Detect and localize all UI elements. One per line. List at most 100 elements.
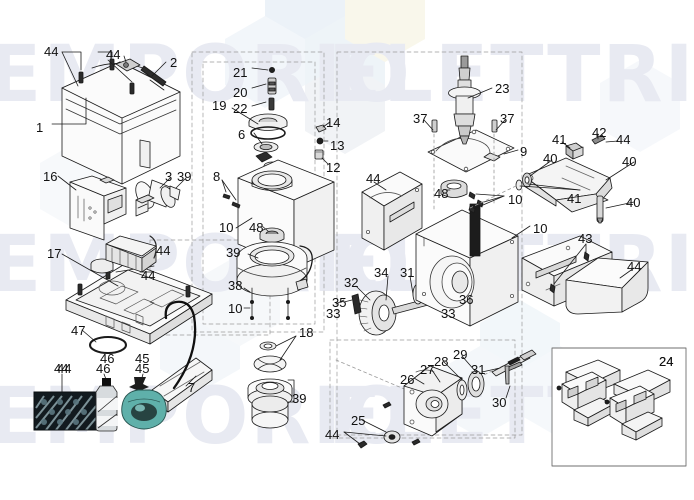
part-25-washer [383,430,401,444]
leader-47 [81,329,97,343]
screw-44-gearbox [357,440,368,449]
leader-17 [61,253,119,287]
callout-number-29: 29 [453,347,468,362]
callout-number-27: 27 [420,362,435,377]
callout-number-38: 38 [228,278,243,293]
leader-10-housing [511,225,531,239]
callout-number-1: 1 [36,120,44,135]
part-19-oring [250,126,286,140]
callout-number-44: 44 [54,361,69,376]
callout-number-40: 40 [626,195,641,210]
callout-number-30: 30 [492,395,507,410]
leader-34 [385,275,389,301]
leader-35 [343,299,353,303]
leader-12 [321,157,329,165]
callout-number-33: 33 [326,306,341,321]
part-2-rod [140,65,167,87]
part-35-key [351,293,362,315]
callout-number-10: 10 [219,220,234,235]
callout-number-44: 44 [366,171,381,186]
part-17-cap [90,258,114,274]
callout-number-44: 44 [616,132,631,147]
part-44-screw-pack [33,391,97,431]
leader-44-plate [123,55,127,63]
callout-number-20: 20 [233,85,248,100]
inset-label-24: 24 [659,354,674,369]
callout-number-18: 18 [299,325,314,340]
axis-37 [433,133,495,211]
part-44-bracket-left [361,171,423,251]
callout-number-48: 48 [249,220,264,235]
callout-number-43: 43 [578,231,593,246]
callout-number-44: 44 [44,44,59,59]
callout-number-31: 31 [471,362,486,377]
bracket-39 [287,379,295,403]
leaders-41-washers [519,183,581,191]
callout-number-25: 25 [351,413,366,428]
callout-number-22: 22 [233,101,248,116]
callout-number-44: 44 [156,243,171,258]
part-18-spring-washer [253,355,287,373]
callout-number-41: 41 [567,191,582,206]
callout-number-12: 12 [326,160,341,175]
leaders-10-motor [475,193,505,209]
part-6-seal [253,141,279,153]
callout-number-31: 31 [400,265,415,280]
motor-housing [415,203,519,327]
callout-number-3: 3 [165,169,173,184]
consumable-label-44: 44 [57,361,72,376]
part-45-grease-bag [121,377,167,430]
leader-10-tank [235,217,253,229]
leader-2 [151,61,167,77]
part-41-washers [515,172,532,191]
part-40-lever [523,157,613,213]
callout-number-37: 37 [500,111,515,126]
callout-number-39: 39 [177,169,192,184]
part-48-bush-low [259,227,285,243]
callout-number-45: 45 [135,361,150,376]
callout-number-2: 2 [170,55,178,70]
screws-43 [549,251,590,294]
part-46-oil-bottle [95,378,118,432]
callout-number-23: 23 [495,81,510,96]
leader-44-bracket [373,181,387,191]
leader-26 [413,377,425,385]
callout-number-44: 44 [141,268,156,283]
callout-number-48: 48 [434,186,449,201]
part-9-gasket [427,129,515,173]
callout-number-36: 36 [459,292,474,307]
part-39-pump-stack [247,378,293,429]
leader-40-lever [529,159,553,177]
part-44-terminal-block [105,235,157,273]
callout-number-32: 32 [344,275,359,290]
callout-number-6: 6 [238,127,246,142]
leader-3 [159,177,171,189]
part-48-motor-bush [440,179,468,198]
leader-2b [149,79,165,91]
callout-number-40: 40 [622,154,637,169]
callout-number-37: 37 [413,111,428,126]
leaders-44-gearbox [343,431,387,445]
leaders-8 [221,179,237,201]
part-44-cover-right [565,257,649,315]
leader-25 [361,419,387,433]
part-40-pin [596,195,604,224]
part-47-oring [88,335,128,355]
callout-number-9: 9 [520,144,528,159]
callout-number-7: 7 [188,380,196,395]
leader-48-low [261,225,269,232]
leader-27 [431,369,441,383]
leader-40-pin [605,201,635,209]
leader-37b [495,119,506,131]
callout-number-42: 42 [592,125,607,140]
callout-number-28: 28 [434,354,449,369]
part-39-bracket-cap [135,194,155,217]
callout-number-13: 13 [330,138,345,153]
callout-number-44: 44 [106,47,121,62]
leader-32 [355,285,371,301]
leader-41a [561,141,571,149]
part-39-clip [169,185,181,201]
motor-core [469,203,481,257]
